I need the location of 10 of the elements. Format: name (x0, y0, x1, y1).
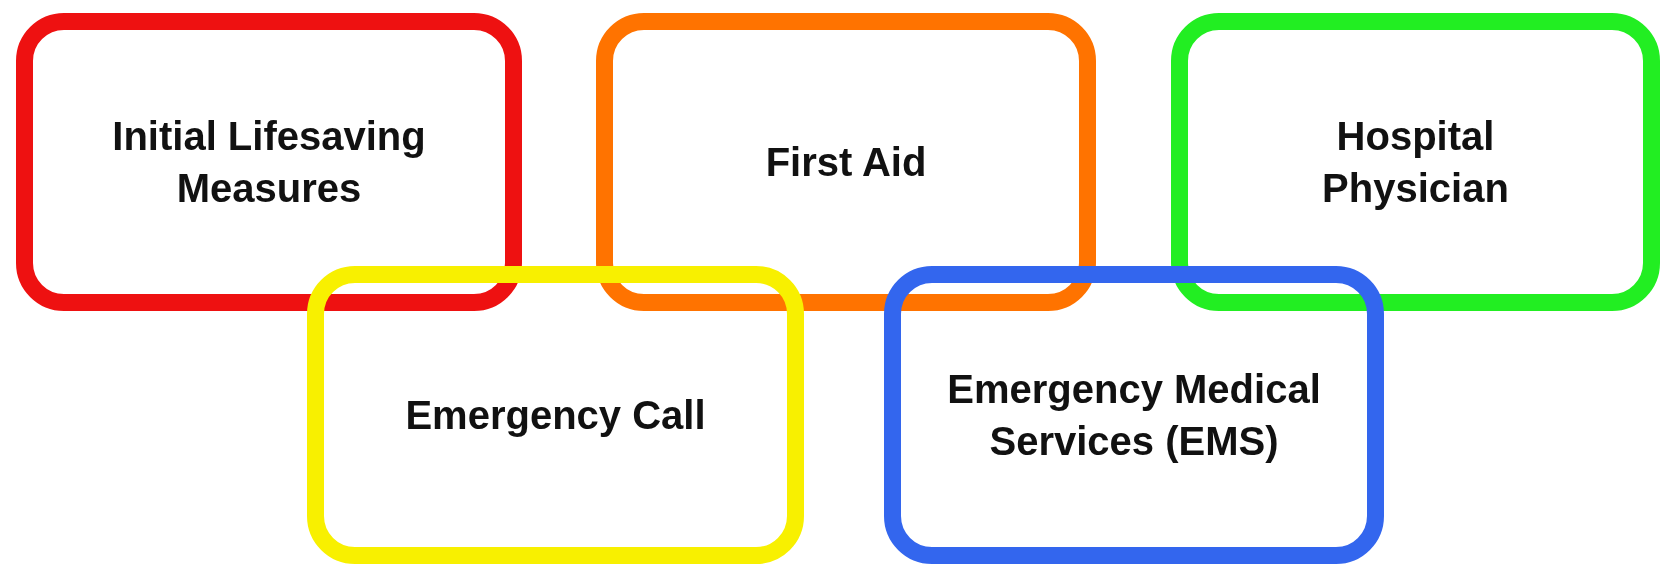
box-label: Emergency Call (405, 392, 706, 439)
rounded-box (1171, 13, 1660, 311)
rounded-box (307, 266, 804, 564)
rounded-box (596, 13, 1096, 311)
rounded-box (16, 13, 522, 311)
box-label: Initial Lifesaving Measures (111, 113, 427, 212)
box-label: Hospital Physician (1321, 113, 1510, 212)
box-label: First Aid (765, 139, 927, 186)
box-label: Emergency Medical Services (EMS) (946, 366, 1322, 465)
rounded-box (884, 266, 1384, 564)
